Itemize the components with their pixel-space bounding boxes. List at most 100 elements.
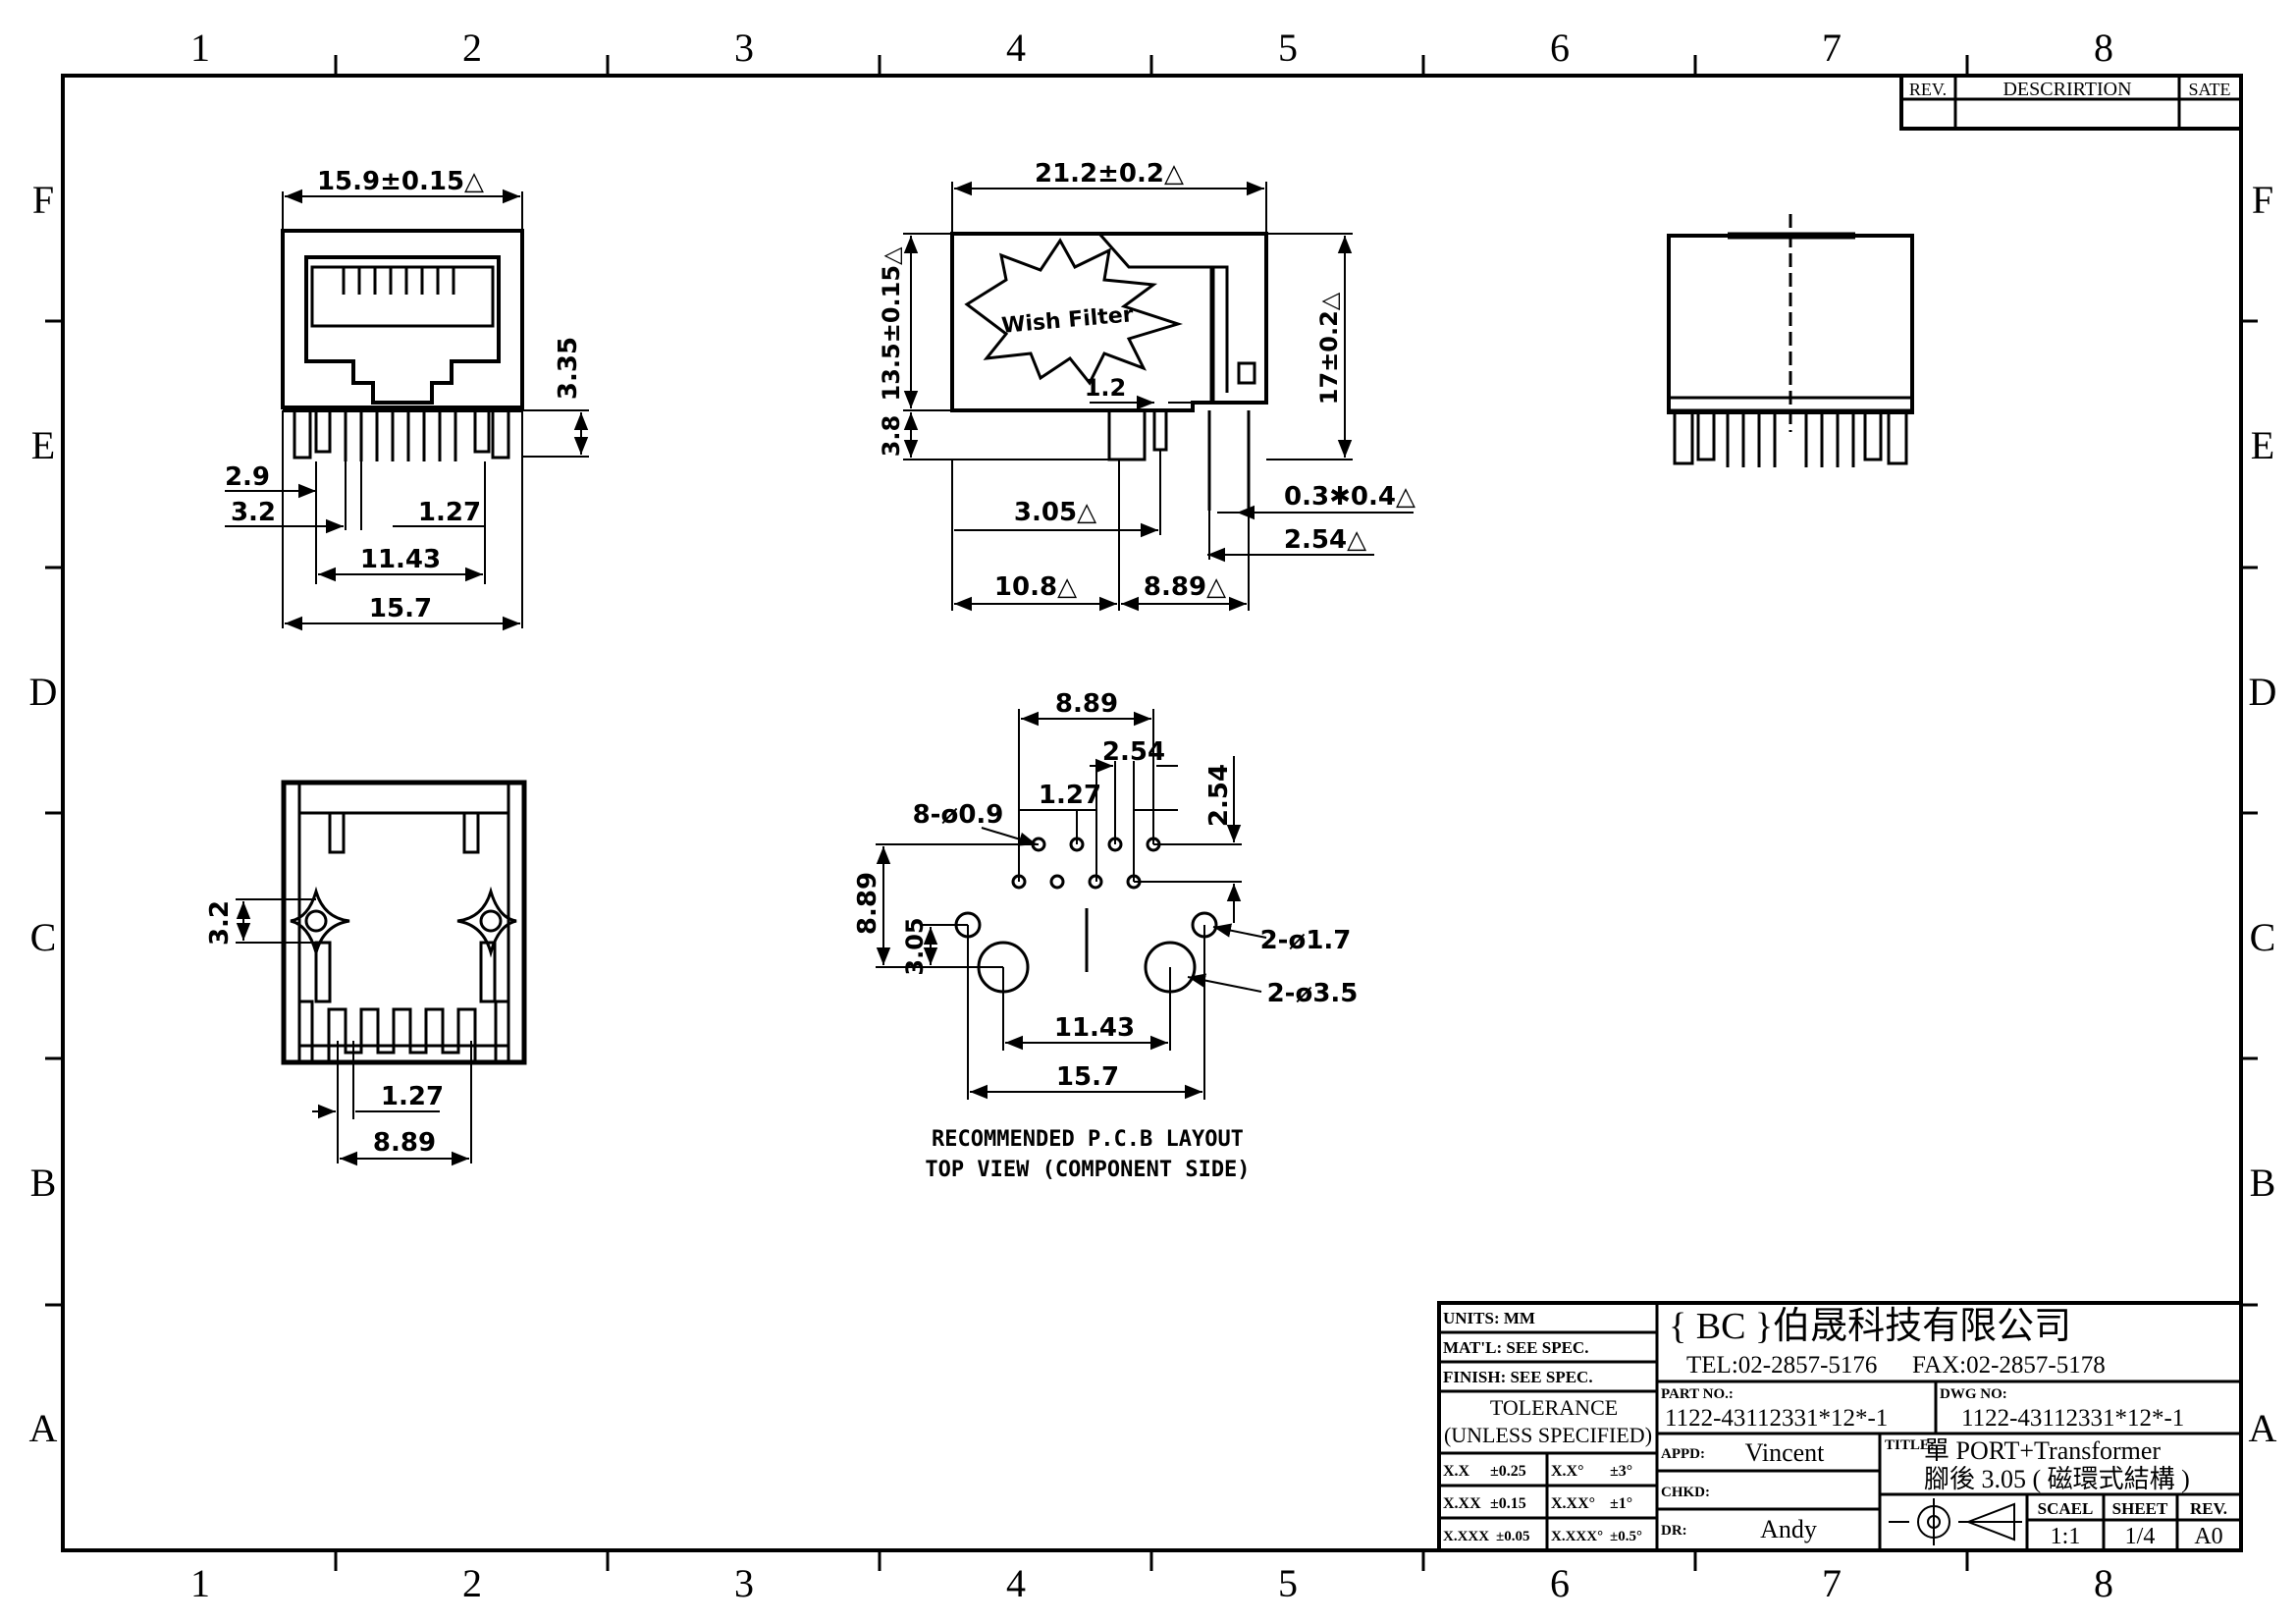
pcb-holes-mid-label: 2-ø1.7 xyxy=(1260,926,1352,955)
revision-block xyxy=(1899,74,2243,131)
tolerance-title: TOLERANCE xyxy=(1490,1395,1618,1420)
col-label-top: 1 xyxy=(190,26,210,70)
pcb-layout xyxy=(954,837,1218,994)
description-header: DESCRIRTION xyxy=(2002,79,2131,100)
rear-view xyxy=(1667,214,1914,467)
col-label-top: 5 xyxy=(1278,26,1298,70)
title-block-frame xyxy=(1437,1301,2243,1552)
bottom-view-dimensions xyxy=(236,898,472,1166)
tol-row-1-c: X.X° xyxy=(1551,1463,1584,1480)
side-d305-dim: 3.05△ xyxy=(1014,498,1096,527)
row-label-right: E xyxy=(2251,423,2274,467)
pcb-d305-dim: 3.05 xyxy=(901,917,929,975)
col-label-bottom: 4 xyxy=(1006,1561,1026,1605)
col-label-bottom: 7 xyxy=(1822,1561,1842,1605)
wish-filter-logo: Wish Filter xyxy=(964,238,1184,386)
row-label-left: C xyxy=(30,915,57,959)
row-label-right: D xyxy=(2249,670,2277,714)
side-d108-dim: 10.8△ xyxy=(994,572,1077,602)
scale-label: SCAEL xyxy=(2038,1499,2094,1518)
appd-value: Vincent xyxy=(1745,1438,1826,1467)
tol-row-3-d: ±0.5° xyxy=(1610,1529,1642,1544)
col-label-top: 3 xyxy=(734,26,754,70)
pcb-layout-dimensions xyxy=(876,709,1267,1100)
row-label-left: D xyxy=(29,670,58,714)
row-label-left: E xyxy=(31,423,55,467)
company-fax: FAX:02-2857-5178 xyxy=(1912,1352,2106,1379)
company-tel: TEL:02-2857-5176 xyxy=(1686,1352,1877,1379)
side-d254-dim: 2.54△ xyxy=(1284,525,1366,555)
front-span1-dim: 11.43 xyxy=(360,545,441,574)
front-d29-dim: 2.9 xyxy=(225,462,270,492)
tol-row-2-c: X.XX° xyxy=(1551,1495,1595,1512)
title-line-1: 單 PORT+Transformer xyxy=(1924,1436,2161,1465)
side-length-dim: 21.2±0.2△ xyxy=(1035,159,1184,189)
tol-row-1-b: ±0.25 xyxy=(1490,1463,1526,1480)
tolerance-subtitle: (UNLESS SPECIFIED) xyxy=(1444,1423,1652,1447)
front-span2-dim: 15.7 xyxy=(369,594,432,623)
col-label-bottom: 3 xyxy=(734,1561,754,1605)
row-label-left: F xyxy=(32,178,54,222)
grid-ticks xyxy=(45,55,2258,1571)
front-view-dimensions xyxy=(225,189,589,631)
pcb-holes-big-label: 2-ø3.5 xyxy=(1267,979,1359,1008)
side-view-dimensions xyxy=(903,181,1414,612)
front-height-dim: 3.35 xyxy=(554,337,583,400)
side-view xyxy=(950,232,1268,511)
rev-label: REV. xyxy=(2190,1499,2227,1518)
side-height1-dim: 13.5±0.15△ xyxy=(878,246,905,402)
pcb-d889-left-dim: 8.89 xyxy=(853,872,882,935)
row-label-right: C xyxy=(2250,915,2276,959)
material-text: MAT'L: SEE SPEC. xyxy=(1443,1338,1588,1357)
col-label-top: 8 xyxy=(2094,26,2113,70)
pcb-d254-top-dim: 2.54 xyxy=(1102,737,1165,767)
row-label-right: A xyxy=(2249,1406,2277,1450)
tol-row-3-b: ±0.05 xyxy=(1496,1529,1529,1544)
dr-label: DR: xyxy=(1661,1523,1687,1539)
side-d12-dim: 1.2 xyxy=(1085,374,1127,402)
col-label-top: 7 xyxy=(1822,26,1842,70)
dr-value: Andy xyxy=(1760,1515,1817,1543)
tol-row-2-b: ±0.15 xyxy=(1490,1495,1526,1512)
row-label-right: F xyxy=(2252,178,2273,222)
side-d889-dim: 8.89△ xyxy=(1144,572,1226,602)
sheet-value: 1/4 xyxy=(2125,1524,2156,1549)
front-width-dim: 15.9±0.15△ xyxy=(317,167,484,196)
col-label-top: 2 xyxy=(462,26,482,70)
tol-row-2-d: ±1° xyxy=(1610,1495,1632,1512)
front-d32-dim: 3.2 xyxy=(231,498,276,527)
dwg-no-value: 1122-43112331*12*-1 xyxy=(1961,1405,2184,1432)
part-no-value: 1122-43112331*12*-1 xyxy=(1665,1405,1888,1432)
tol-row-2-a: X.XX xyxy=(1443,1495,1481,1512)
tol-row-3-c: X.XXX° xyxy=(1551,1529,1603,1544)
row-label-left: B xyxy=(30,1161,57,1205)
dwg-no-label: DWG NO: xyxy=(1940,1386,2007,1402)
col-label-bottom: 5 xyxy=(1278,1561,1298,1605)
rev-header: REV. xyxy=(1909,80,1947,99)
row-label-left: A xyxy=(29,1406,58,1450)
tol-row-1-a: X.X xyxy=(1443,1463,1470,1480)
date-header: SATE xyxy=(2188,80,2230,99)
pcb-caption-2: TOP VIEW (COMPONENT SIDE) xyxy=(925,1158,1250,1182)
part-no-label: PART NO.: xyxy=(1661,1386,1734,1402)
projection-symbol xyxy=(1889,1498,2022,1545)
pcb-d127-dim: 1.27 xyxy=(1039,781,1101,810)
col-label-bottom: 1 xyxy=(190,1561,210,1605)
side-height2-dim: 17±0.2△ xyxy=(1315,292,1343,405)
bottom-span-dim: 8.89 xyxy=(373,1128,436,1158)
tol-row-1-d: ±3° xyxy=(1610,1463,1632,1480)
scale-value: 1:1 xyxy=(2051,1524,2081,1549)
bottom-view xyxy=(281,780,527,1065)
grid-labels: 1 2 3 4 5 6 7 8 1 2 3 4 5 6 7 8 F E D C … xyxy=(29,26,2277,1605)
appd-label: APPD: xyxy=(1661,1446,1705,1462)
front-pitch-dim: 1.27 xyxy=(418,498,481,527)
front-view xyxy=(281,229,524,461)
chkd-label: CHKD: xyxy=(1661,1485,1710,1500)
title-label: TITLE: xyxy=(1885,1437,1935,1453)
company-name: { BC }伯晟科技有限公司 xyxy=(1669,1306,2071,1347)
pcb-d889-top-dim: 8.89 xyxy=(1055,689,1118,719)
col-label-bottom: 6 xyxy=(1550,1561,1570,1605)
col-label-top: 4 xyxy=(1006,26,1026,70)
units-text: UNITS: MM xyxy=(1443,1309,1535,1327)
col-label-top: 6 xyxy=(1550,26,1570,70)
